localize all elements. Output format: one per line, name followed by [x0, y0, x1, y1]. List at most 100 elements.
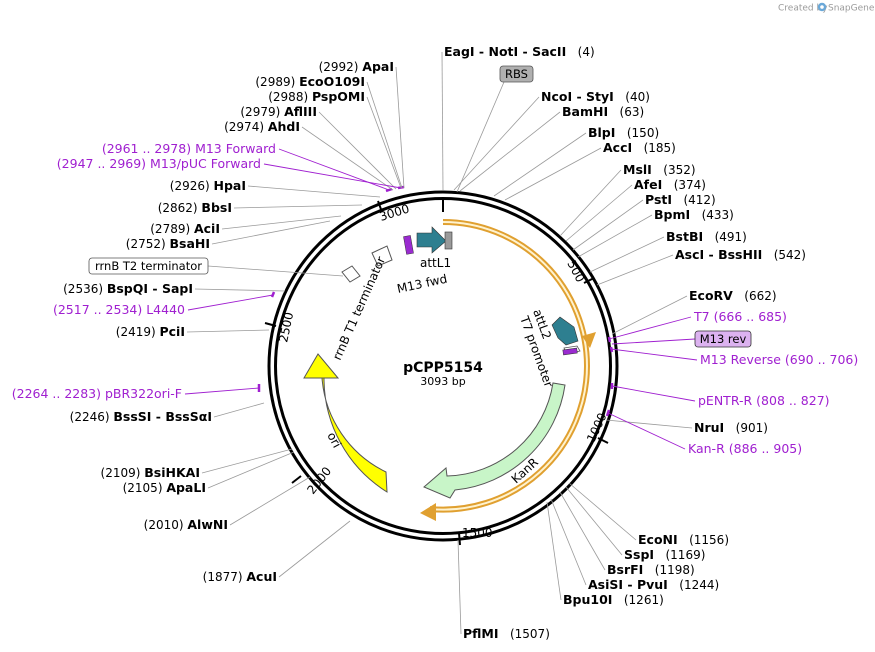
- site-position: (150): [615, 126, 659, 140]
- primer-name: L4440: [146, 302, 185, 317]
- leader-psti: [572, 199, 644, 251]
- site-position: (1198): [643, 563, 694, 577]
- enzyme-name: BsrFI: [607, 562, 643, 577]
- enzyme-name: SacII: [532, 44, 566, 59]
- enzyme-name: AfeI: [634, 177, 662, 192]
- leader-acci: [504, 147, 602, 201]
- site-label-blpi: BlpI (150): [588, 125, 659, 140]
- enzyme-separator: -: [148, 281, 162, 296]
- primer-name: Kan-R: [688, 441, 725, 456]
- site-label-eagi: EagI - NotI - SacII (4): [444, 44, 595, 59]
- site-position: (1244): [668, 578, 719, 592]
- enzyme-name: PstI: [645, 192, 672, 207]
- primer-range: (666 .. 685): [710, 309, 787, 324]
- tick-marks: [264, 200, 609, 546]
- enzyme-separator: -: [518, 44, 532, 59]
- primer-name: pBR322ori-F: [105, 386, 182, 401]
- tick-2500: 2500: [276, 311, 296, 344]
- site-label-bpu10i: Bpu10I (1261): [563, 592, 664, 607]
- rrnb-t1-label: rrnB T1 terminator: [330, 254, 388, 362]
- leader-ncoi: [453, 96, 540, 191]
- enzyme-name: NcoI: [541, 89, 572, 104]
- site-position: (2979): [240, 105, 284, 119]
- leader-bpu10i: [546, 501, 562, 601]
- site-label-pflmi: PflMI (1507): [463, 626, 550, 641]
- rrnb-t2-box-label: rrnB T2 terminator: [95, 259, 202, 273]
- enzyme-separator: -: [623, 577, 637, 592]
- leader-nrui: [605, 419, 693, 429]
- primer-name: T7: [693, 309, 710, 324]
- enzyme-name: Bpu10I: [563, 592, 612, 607]
- backbone-inner: [274, 197, 612, 535]
- site-position: (2109): [101, 466, 145, 480]
- ori-arrow: [303, 353, 388, 493]
- site-position: (1877): [203, 570, 247, 584]
- site-label-apai: (2992) ApaI: [319, 59, 394, 74]
- site-position: (2105): [123, 481, 167, 495]
- site-position: (352): [652, 163, 696, 177]
- enzyme-name: AciI: [194, 221, 220, 236]
- leader-ahdi: [301, 126, 394, 191]
- primer-name: M13/pUC Forward: [150, 156, 261, 171]
- leader-pflmi: [457, 539, 462, 635]
- tick-1500: 1500: [462, 526, 493, 540]
- leader-sspi: [565, 486, 623, 556]
- leader-m13rev-box: [611, 338, 696, 345]
- site-label-acui: (1877) AcuI: [203, 569, 277, 584]
- site-position: (2992): [319, 60, 363, 74]
- leader-ecorv: [611, 295, 688, 335]
- primer-name: M13 Forward: [195, 141, 276, 156]
- enzyme-name: ApaI: [362, 59, 394, 74]
- leader-bsrfi: [559, 491, 606, 571]
- site-position: (662): [733, 289, 777, 303]
- m13rev-box: [694, 330, 752, 348]
- leader-pspomi: [366, 96, 402, 189]
- site-label-bamhi: BamHI (63): [562, 104, 644, 119]
- site-label-bspqi: (2536) BspQI - SapI: [63, 281, 193, 296]
- rbs-box: [499, 65, 534, 83]
- leader-ecoo109i: [366, 81, 403, 189]
- leader-bstbi: [589, 236, 665, 273]
- primer-leader-t7: [608, 316, 692, 340]
- enzyme-name: EcoNI: [638, 532, 678, 547]
- enzyme-name: SapI: [162, 281, 193, 296]
- attl1-marker: [403, 235, 414, 255]
- primer-leaders: [184, 148, 698, 450]
- site-label-pspomi: (2988) PspOMI: [268, 89, 365, 104]
- site-label-bpmi: BpmI (433): [654, 207, 734, 222]
- ori-label: ori: [324, 430, 344, 450]
- site-label-ahdi: (2974) AhdI: [224, 119, 300, 134]
- enzyme-name: BssHII: [718, 247, 762, 262]
- primer-label-kanr: Kan-R (886 .. 905): [688, 441, 802, 456]
- leader-aflii: [318, 111, 397, 190]
- m13fwd-block: [444, 231, 453, 250]
- site-label-aflii: (2979) AflIII: [240, 104, 317, 119]
- site-label-ncoi: NcoI - StyI (40): [541, 89, 650, 104]
- primer-range: (2264 .. 2283): [12, 386, 105, 401]
- restriction-site-labels: EagI - NotI - SacII (4)NcoI - StyI (40)B…: [63, 44, 806, 641]
- enzyme-separator: -: [572, 89, 586, 104]
- plasmid-size: 3093 bp: [420, 375, 465, 388]
- enzyme-name: AscI: [675, 247, 704, 262]
- primer-range: (2517 .. 2534): [53, 302, 146, 317]
- site-position: (1156): [678, 533, 729, 547]
- leader-hpai: [247, 185, 381, 198]
- site-label-sspi: SspI (1169): [624, 547, 705, 562]
- site-position: (2926): [170, 179, 214, 193]
- insert-arrow-core: [429, 221, 589, 511]
- site-label-hpai: (2926) HpaI: [170, 178, 246, 193]
- site-position: (412): [672, 193, 716, 207]
- enzyme-name: PspOMI: [312, 89, 365, 104]
- primer-range: (2961 .. 2978): [102, 141, 195, 156]
- site-label-pcii: (2419) PciI: [116, 324, 185, 339]
- leader-bbsi: [233, 204, 363, 209]
- site-position: (491): [703, 230, 747, 244]
- site-position: (2536): [63, 282, 107, 296]
- site-position: (40): [614, 90, 650, 104]
- enzyme-name: BstBI: [666, 229, 703, 244]
- site-label-bsrfi: BsrFI (1198): [607, 562, 695, 577]
- site-position: (901): [724, 421, 768, 435]
- primer-label-m13puc: (2947 .. 2969) M13/pUC Forward: [57, 156, 261, 171]
- site-position: (374): [662, 178, 706, 192]
- primer-name: pENTR-R: [698, 393, 753, 408]
